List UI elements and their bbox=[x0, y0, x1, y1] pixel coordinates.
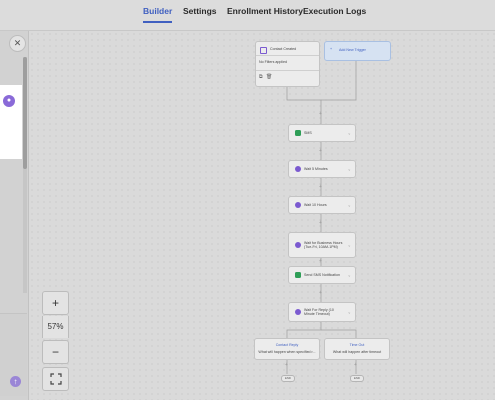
branch-title: Contact Reply bbox=[275, 343, 299, 347]
copy-icon[interactable]: ⧉ bbox=[259, 74, 263, 80]
tab-execution-logs[interactable]: Execution Logs bbox=[303, 6, 367, 16]
clock-icon bbox=[295, 166, 301, 172]
add-step-icon[interactable]: + bbox=[285, 362, 288, 368]
trigger-icon bbox=[260, 47, 267, 54]
zoom-in-button[interactable]: + bbox=[42, 291, 69, 315]
chevron-icon[interactable]: ⌄ bbox=[347, 166, 351, 172]
sms-icon bbox=[295, 272, 301, 278]
branch-subtitle: What will happen after timeout bbox=[332, 350, 382, 354]
node-label: Wait 5 Minutes bbox=[304, 167, 328, 171]
add-step-icon[interactable]: + bbox=[319, 290, 322, 296]
panel-card[interactable]: ● bbox=[0, 85, 22, 159]
chevron-icon[interactable]: ⌄ bbox=[347, 130, 351, 136]
chevron-icon[interactable]: ⌄ bbox=[347, 309, 351, 315]
chevron-icon[interactable]: ⌄ bbox=[347, 242, 351, 248]
action-node-wait[interactable]: Wait 5 Minutes ⌄ bbox=[288, 160, 356, 178]
fit-view-icon bbox=[49, 373, 62, 385]
action-node-sms-notification[interactable]: Send SMS Notification ⌄ bbox=[288, 266, 356, 284]
tab-settings[interactable]: Settings bbox=[183, 6, 217, 16]
tab-builder[interactable]: Builder bbox=[143, 6, 173, 23]
sms-icon bbox=[295, 130, 301, 136]
trigger-subtitle: No Filters applied bbox=[259, 60, 287, 64]
add-new-trigger-button[interactable]: + Add New Trigger bbox=[324, 41, 391, 61]
end-pill: END bbox=[350, 375, 364, 382]
node-label: Wait 10 Hours bbox=[304, 203, 327, 207]
clock-icon bbox=[295, 309, 301, 315]
clock-icon bbox=[295, 202, 301, 208]
action-node-wait-business-hours[interactable]: Wait for Business Hours (Tue-Fri, 10AM-1… bbox=[288, 232, 356, 258]
trigger-title: Contact Created bbox=[270, 47, 297, 51]
add-step-icon[interactable]: + bbox=[319, 258, 322, 264]
arrow-up-icon[interactable]: ↑ bbox=[10, 376, 21, 387]
zoom-level: 57% bbox=[42, 316, 69, 338]
add-trigger-label: Add New Trigger bbox=[339, 48, 366, 52]
close-icon[interactable]: ✕ bbox=[9, 35, 26, 52]
chevron-icon[interactable]: ⌄ bbox=[347, 202, 351, 208]
chevron-icon[interactable]: ⌄ bbox=[347, 272, 351, 278]
user-icon: ● bbox=[3, 95, 15, 107]
node-label: Wait For Reply (10 Minute Timeout) bbox=[304, 308, 334, 316]
delete-icon[interactable]: 🗑 bbox=[266, 74, 273, 80]
action-node-sms[interactable]: SMS ⌄ bbox=[288, 124, 356, 142]
branch-title: Time Out bbox=[349, 343, 365, 347]
end-pill: END bbox=[281, 375, 295, 382]
action-node-wait[interactable]: Wait 10 Hours ⌄ bbox=[288, 196, 356, 214]
add-step-icon[interactable]: + bbox=[319, 220, 322, 226]
add-step-icon[interactable]: + bbox=[319, 184, 322, 190]
branch-subtitle: What will happen when specified r... bbox=[258, 350, 316, 354]
scrollbar-track[interactable] bbox=[23, 57, 27, 293]
scrollbar-thumb[interactable] bbox=[23, 57, 27, 169]
add-step-icon[interactable]: + bbox=[319, 148, 322, 154]
zoom-out-button[interactable]: − bbox=[42, 340, 69, 364]
plus-icon: + bbox=[330, 47, 333, 51]
add-step-icon[interactable]: + bbox=[354, 362, 357, 368]
branch-contact-reply[interactable]: Contact Reply What will happen when spec… bbox=[254, 338, 320, 360]
node-label: Send SMS Notification bbox=[304, 273, 340, 277]
node-label: Wait for Business Hours (Tue-Fri, 10AM-1… bbox=[304, 241, 343, 249]
tab-enrollment-history[interactable]: Enrollment History bbox=[227, 6, 304, 16]
node-label: SMS bbox=[304, 131, 312, 135]
branch-time-out[interactable]: Time Out What will happen after timeout bbox=[324, 338, 390, 360]
trigger-node[interactable]: Contact Created No Filters applied ⧉ 🗑 bbox=[255, 41, 320, 87]
action-node-wait-for-reply[interactable]: Wait For Reply (10 Minute Timeout) ⌄ bbox=[288, 302, 356, 322]
add-step-icon[interactable]: + bbox=[319, 111, 322, 117]
top-tab-bar: Builder Settings Enrollment History Exec… bbox=[0, 0, 495, 31]
fit-view-button[interactable] bbox=[42, 367, 69, 391]
clock-icon bbox=[295, 242, 301, 248]
